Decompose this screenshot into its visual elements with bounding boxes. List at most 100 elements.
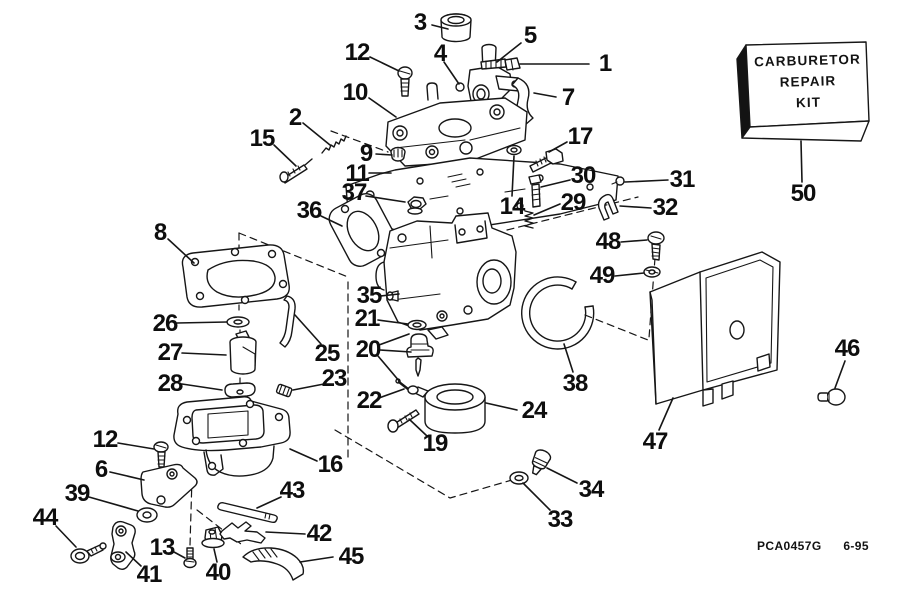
- part-38-retaining-ring: [521, 276, 595, 350]
- callout-22: 22: [356, 387, 383, 414]
- callout-44: 44: [32, 504, 59, 531]
- callout-27: 27: [157, 339, 184, 366]
- part-13-screw: [183, 547, 197, 569]
- part-32-clip: [597, 193, 619, 221]
- leader-line-48: [620, 239, 648, 243]
- leader-line-14: [511, 155, 515, 197]
- kit-box: [736, 41, 870, 142]
- leader-line-40: [213, 548, 218, 563]
- part-6-bracket: [140, 463, 198, 508]
- part-4-o-ring: [455, 82, 465, 92]
- callout-1: 1: [598, 50, 612, 77]
- leader-line-6: [109, 471, 145, 481]
- leader-line-37: [365, 195, 406, 203]
- leader-line-34: [546, 467, 578, 484]
- callout-21: 21: [354, 305, 381, 332]
- part-31-screw: [611, 176, 625, 186]
- callout-24: 24: [521, 397, 548, 424]
- leader-line-9: [375, 153, 393, 156]
- part-10-fuel-pump-body: [385, 82, 528, 167]
- callout-17: 17: [567, 123, 594, 150]
- part-34-needle-valve: [531, 449, 552, 476]
- part-26-washer: [226, 316, 250, 328]
- callout-42: 42: [306, 520, 333, 547]
- part-2-spring: [321, 135, 347, 154]
- part-41-lever: [110, 520, 136, 570]
- callout-3: 3: [413, 9, 427, 36]
- callout-31: 31: [669, 166, 696, 193]
- callout-5: 5: [523, 22, 537, 49]
- part-23-bushing: [275, 383, 293, 398]
- leader-line-3: [431, 24, 449, 30]
- part-30-bolt: [528, 174, 542, 208]
- part-29-spring: [524, 210, 534, 229]
- leader-line-45: [299, 556, 334, 563]
- leader-line-50: [800, 140, 803, 183]
- callout-19: 19: [422, 430, 449, 457]
- callout-2: 2: [288, 104, 302, 131]
- callout-28: 28: [157, 370, 184, 397]
- leader-line-20: [377, 355, 401, 383]
- part-39-washer: [136, 507, 158, 523]
- leader-line-27: [181, 352, 227, 356]
- callout-34: 34: [578, 476, 605, 503]
- leader-line-26: [176, 321, 228, 324]
- callout-33: 33: [547, 506, 574, 533]
- callout-15: 15: [249, 125, 276, 152]
- part-12-screw-bottom: [153, 441, 169, 468]
- leader-line-17: [548, 141, 568, 153]
- leader-line-4: [443, 61, 460, 85]
- leader-line-19: [408, 418, 428, 437]
- part-42-link: [219, 521, 266, 544]
- leader-line-39: [88, 496, 139, 512]
- part-49-washer: [643, 266, 661, 278]
- callout-26: 26: [152, 310, 179, 337]
- kit-box-label: CARBURETOR REPAIR KIT: [747, 48, 869, 114]
- part-24-float-bowl: [407, 383, 486, 434]
- leader-line-22: [378, 388, 405, 399]
- callout-35: 35: [356, 282, 383, 309]
- leader-line-35: [379, 293, 400, 297]
- main-carburetor-body: [375, 212, 517, 340]
- line-art: [55, 13, 870, 581]
- part-19-screw: [387, 409, 420, 433]
- callout-8: 8: [153, 219, 167, 246]
- part-28-gasket: [224, 382, 256, 398]
- part-45-cam-follower: [242, 547, 305, 581]
- callout-12-35: 12: [92, 426, 119, 453]
- callout-50: 50: [790, 180, 817, 207]
- leader-line-15: [273, 144, 297, 167]
- part-25-tube: [279, 295, 296, 348]
- part-21-washer: [407, 319, 427, 331]
- leader-line-41: [125, 551, 142, 567]
- part-27-fuel-filter: [229, 330, 257, 375]
- callout-48: 48: [595, 228, 622, 255]
- callout-11: 11: [345, 160, 369, 187]
- drawing-code-date: 6-95: [843, 539, 869, 553]
- callout-13: 13: [149, 534, 176, 561]
- callout-12-1: 12: [344, 39, 371, 66]
- callout-7: 7: [561, 84, 575, 111]
- leader-line-47: [658, 397, 674, 431]
- leader-line-28: [181, 383, 223, 391]
- part-46-grommet: [817, 388, 846, 406]
- part-12-screw-top: [397, 66, 413, 97]
- leader-line-46: [834, 360, 846, 389]
- drawing-code: PCA0457G 6-95: [757, 539, 869, 553]
- leader-line-23: [292, 383, 325, 391]
- part-33-washer: [509, 471, 529, 485]
- callout-41: 41: [136, 561, 163, 588]
- leader-line-24: [485, 402, 518, 411]
- leader-line-20: [378, 333, 410, 346]
- leader-line-43: [256, 496, 282, 509]
- callout-46: 46: [834, 335, 861, 362]
- callout-6: 6: [94, 456, 108, 483]
- callout-43: 43: [279, 477, 306, 504]
- callout-14: 14: [499, 193, 526, 220]
- part-9-nut: [390, 146, 406, 162]
- leader-line-29: [533, 203, 561, 216]
- callout-4: 4: [433, 40, 447, 67]
- leader-line-25: [294, 314, 322, 345]
